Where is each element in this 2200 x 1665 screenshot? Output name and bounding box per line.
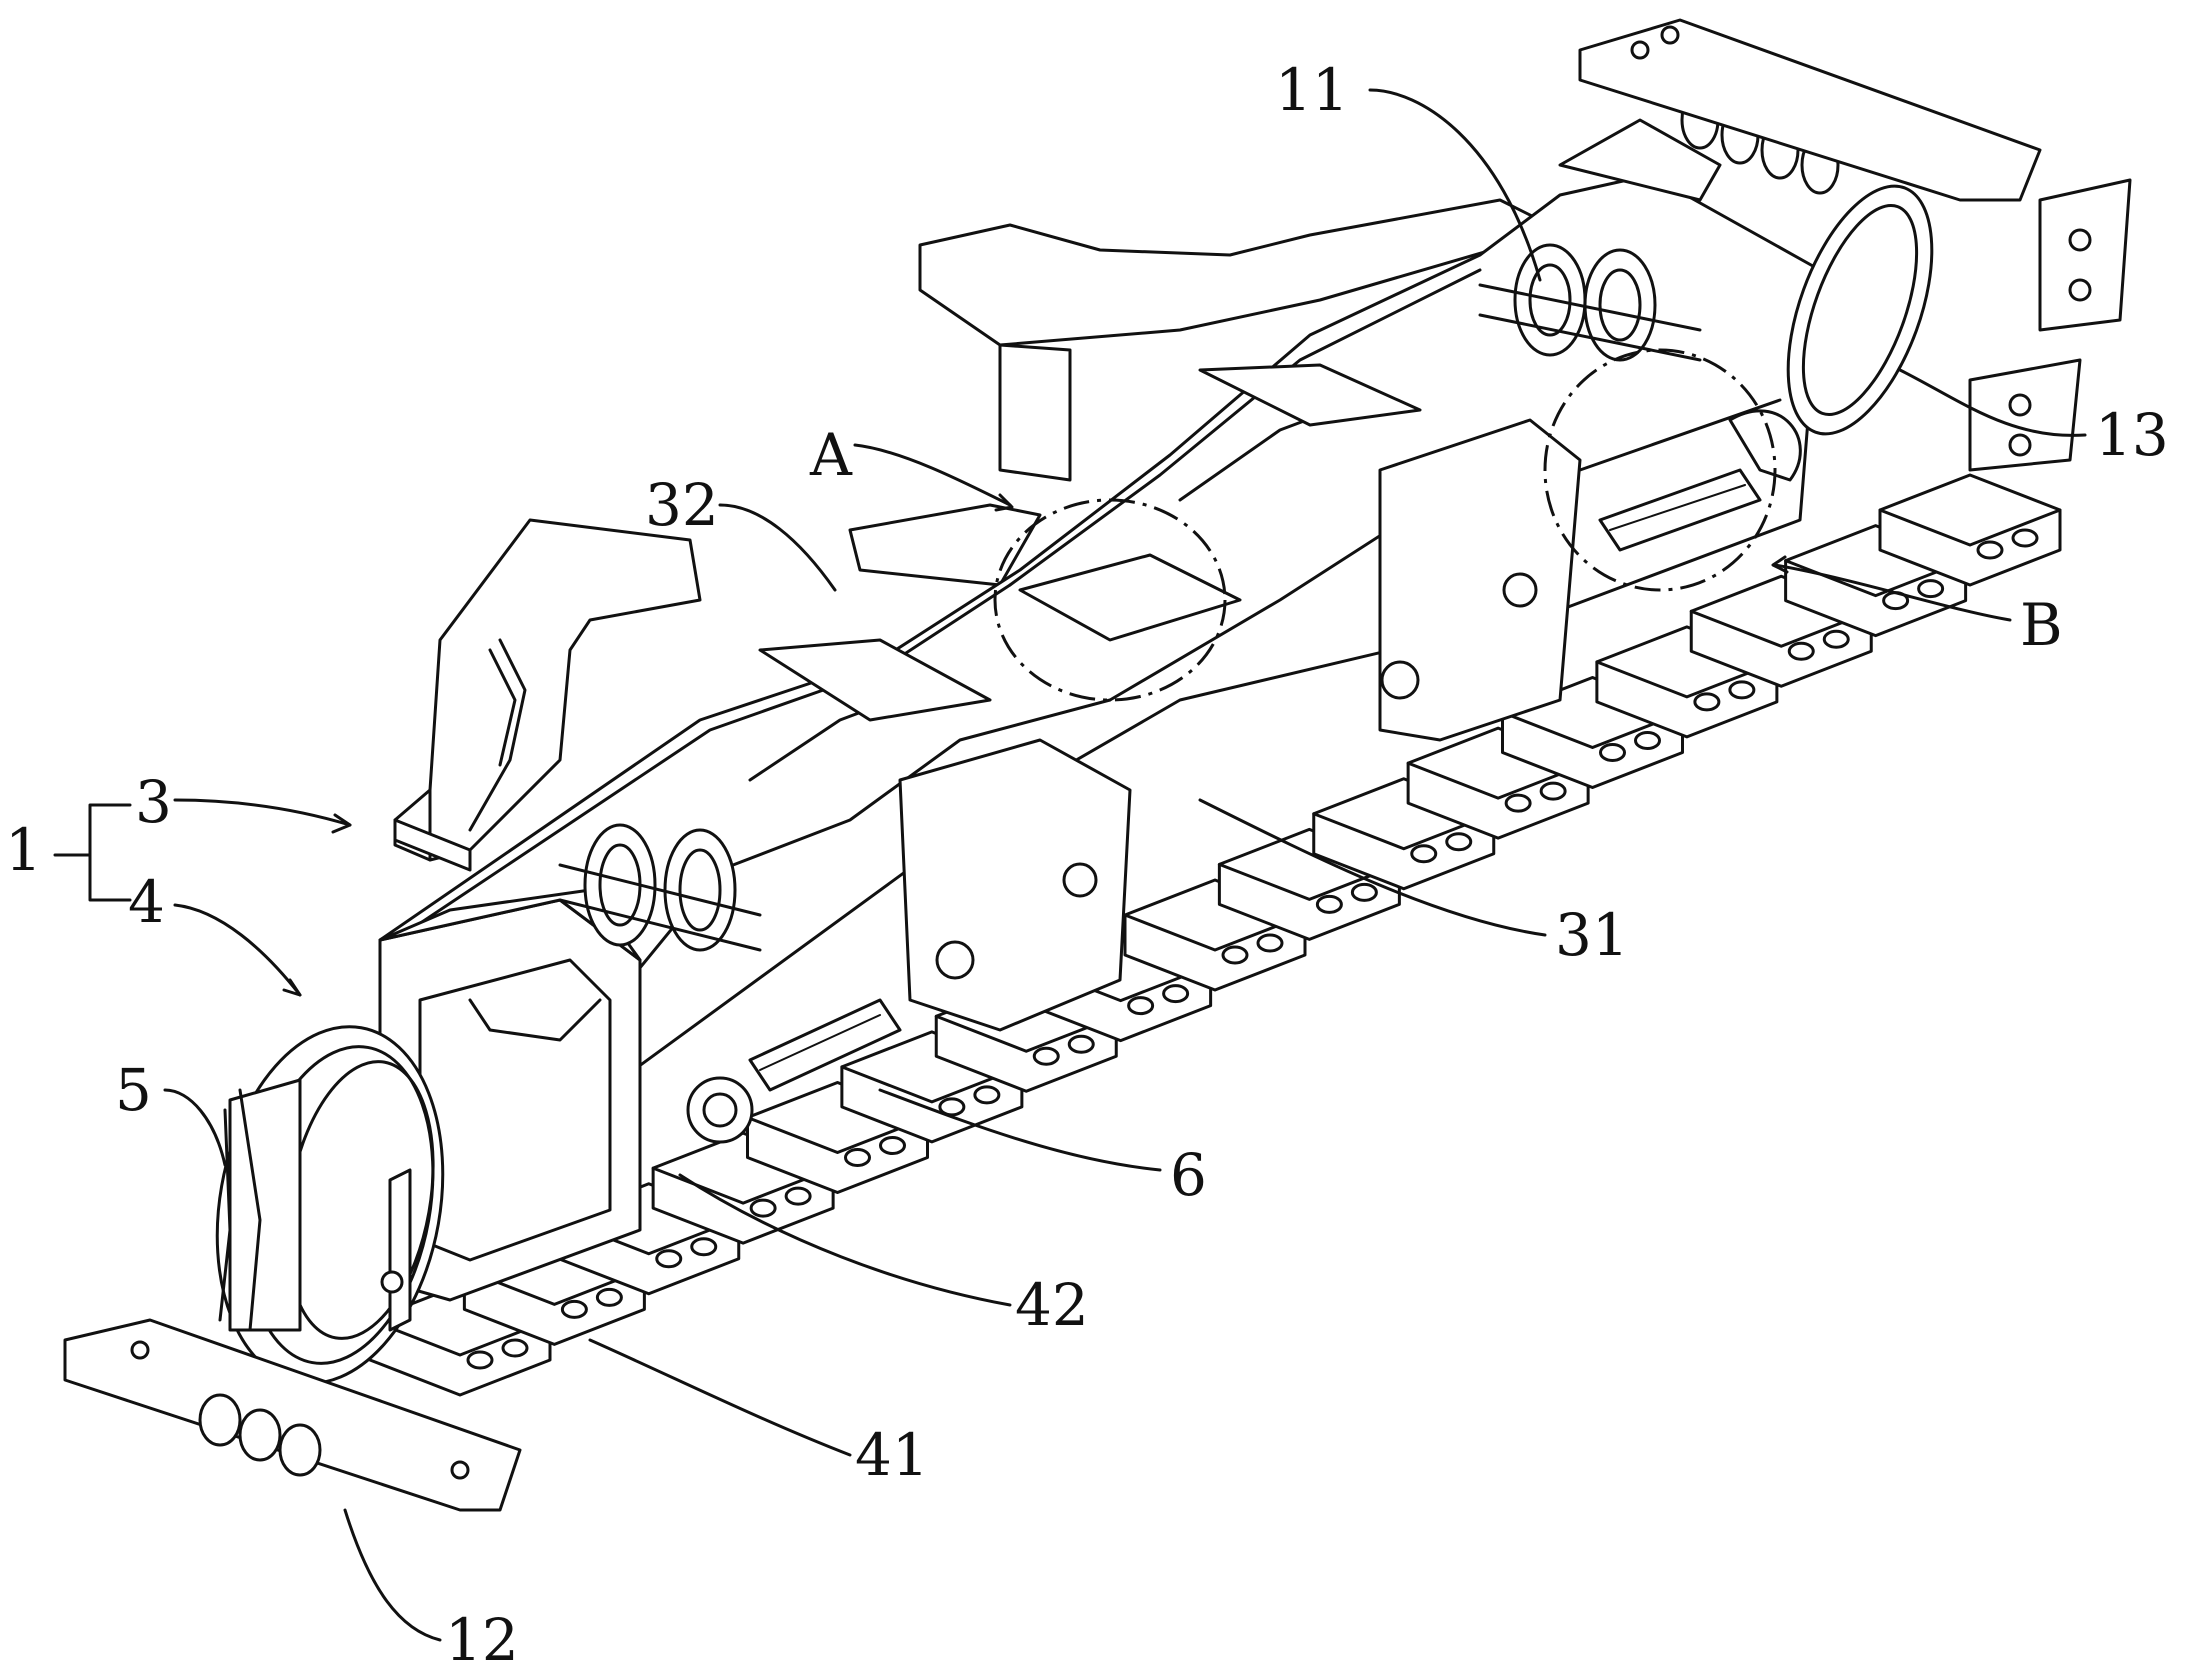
label-42: 42 [1015, 1271, 1089, 1339]
idler-wheel [215, 1025, 445, 1385]
detail-circle-b [1543, 348, 1777, 592]
left-support-arm [393, 518, 702, 872]
front-end-box [378, 888, 642, 1302]
label-31: 31 [1555, 901, 1629, 969]
tension-rods [686, 409, 1802, 1144]
label-5: 5 [115, 1056, 152, 1124]
label-b: B [2020, 591, 2063, 659]
label-13: 13 [2095, 401, 2169, 469]
rear-support-rollers [1478, 243, 1702, 362]
label-11: 11 [1275, 56, 1349, 124]
middle-brackets [898, 418, 1582, 1032]
rear-track-end [1578, 18, 2132, 472]
label-32: 32 [645, 471, 719, 539]
label-41: 41 [855, 1421, 929, 1489]
label-6: 6 [1170, 1141, 1207, 1209]
track-shoe [1878, 473, 2062, 587]
front-support-rollers [558, 823, 762, 952]
label-3: 3 [135, 768, 172, 836]
front-track-end [63, 1318, 522, 1512]
detail-circle-a [993, 498, 1227, 702]
label-1: 1 [5, 816, 42, 884]
label-4: 4 [128, 868, 165, 936]
side-bracket [218, 1088, 262, 1332]
rear-upper-plate [848, 198, 1562, 587]
label-a: A [809, 421, 853, 489]
reference-numerals: 11 13 A 32 B 1 3 4 5 6 31 42 41 12 [5, 56, 2169, 1665]
leader-lines [53, 88, 2087, 1642]
label-12: 12 [445, 1606, 519, 1665]
